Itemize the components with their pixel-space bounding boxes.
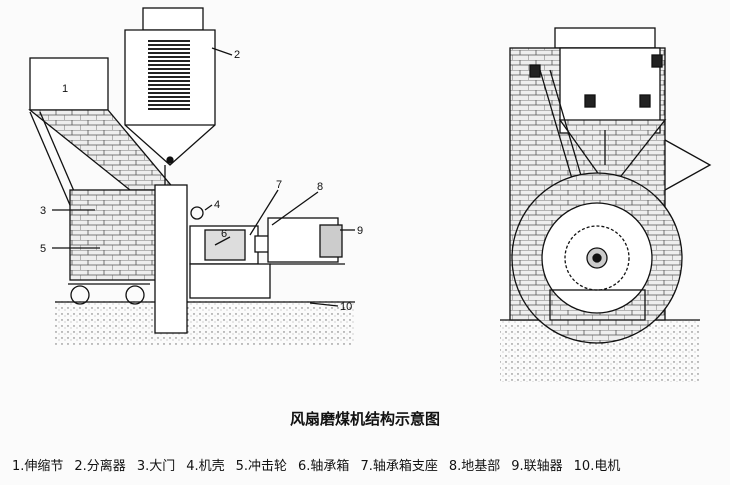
- callout-labels: 1 2 3 4 5 6 7 8 9 10: [40, 49, 363, 313]
- legend-item: 8.地基部: [448, 459, 501, 474]
- legend-item: 2.分离器: [74, 459, 126, 474]
- legend-item: 4.机壳: [186, 459, 225, 474]
- callout-10: 10: [340, 301, 352, 313]
- legend: 1.伸缩节 2.分离器 3.大门 4.机壳 5.冲击轮 6.轴承箱 7.轴承箱支…: [12, 455, 722, 474]
- front-view: [500, 27, 712, 382]
- legend-item: 7.轴承箱支座: [360, 459, 438, 474]
- callout-2: 2: [234, 49, 240, 61]
- legend-item: 10.电机: [573, 459, 621, 474]
- side-view: [28, 7, 355, 345]
- callout-1: 1: [62, 83, 68, 95]
- legend-item: 5.冲击轮: [235, 459, 288, 474]
- foundation: [55, 300, 355, 345]
- legend-item: 1.伸缩节: [12, 459, 64, 474]
- callout-6: 6: [221, 228, 227, 240]
- callout-3: 3: [40, 205, 46, 217]
- callout-9: 9: [357, 225, 363, 237]
- callout-5: 5: [40, 243, 46, 255]
- callout-4: 4: [214, 199, 220, 211]
- callout-7: 7: [276, 179, 282, 191]
- legend-item: 9.联轴器: [511, 459, 563, 474]
- diagram-title: 风扇磨煤机结构示意图: [289, 410, 440, 428]
- expansion-joint: [29, 57, 109, 111]
- legend-item: 3.大门: [136, 459, 176, 474]
- callout-8: 8: [317, 181, 323, 193]
- legend-item: 6.轴承箱: [298, 459, 350, 474]
- casing: [154, 184, 188, 334]
